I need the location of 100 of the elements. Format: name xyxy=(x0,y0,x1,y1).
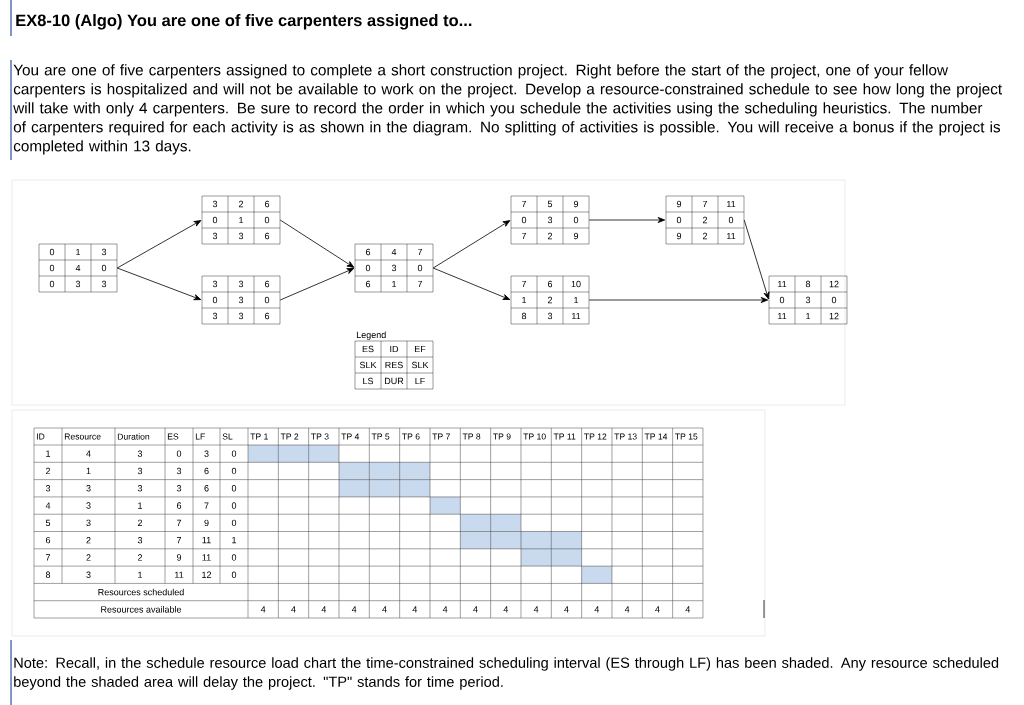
cell-value: 12 xyxy=(202,571,212,578)
column-header: TP 7 xyxy=(432,433,450,440)
cell-value: 3 xyxy=(176,467,182,475)
row-label: Resources scheduled xyxy=(98,588,184,596)
column-header: TP 10 xyxy=(523,433,546,440)
cell-value: 0 xyxy=(231,485,237,492)
cell-value: 3 xyxy=(86,519,91,527)
arrow xyxy=(588,297,769,303)
activity-box: 6 4 7 0 3 0 6 1 7 xyxy=(354,243,434,293)
cell-value: 0 xyxy=(176,450,182,457)
arrow xyxy=(116,267,202,301)
cell-value: 6 xyxy=(204,485,209,492)
resource-count: 4 xyxy=(594,606,600,613)
cell-value: 6 xyxy=(204,467,209,475)
column-header: TP 1 xyxy=(250,433,268,440)
cell-value: 3 xyxy=(137,467,143,475)
column-header: ES xyxy=(167,433,179,440)
column-header: TP 3 xyxy=(311,433,329,440)
resource-count: 4 xyxy=(503,606,509,613)
cell-value: 0 xyxy=(231,554,237,561)
cell-value: 5 xyxy=(45,519,51,526)
column-header: TP 12 xyxy=(584,433,607,440)
cell-value: 2 xyxy=(86,554,91,561)
cell-value: 7 xyxy=(204,502,209,509)
cell-value: 0 xyxy=(231,467,237,475)
instruction-text: You are one of five carpenters assigned to complete a short construction project. Right before the start of the project, one of your fellow carpenters is hospitalized and will not be available to work on the project. Develop a resource-constrained schedule to see how long the project will take with only 4 carpenters. Be sure to record the order in which you schedule the activities using the scheduling heuristics. The number of carpenters required for each activity is as shown in the diagram. No splitting of activities is possible. You will receive a bonus if the project is completed within 13 days. xyxy=(13,64,1002,155)
activity-box: 9 7 11 0 2 0 9 2 11 xyxy=(665,195,745,245)
column-header: Duration xyxy=(117,433,150,440)
cell-value: 3 xyxy=(86,502,91,509)
resource-count: 4 xyxy=(685,606,691,613)
activity-box: 7 6 10 1 2 1 8 3 11 xyxy=(510,275,590,325)
resource-count: 4 xyxy=(655,606,660,613)
cell-value: 1 xyxy=(232,537,237,544)
column-header: TP 11 xyxy=(553,433,576,440)
cell-value: 3 xyxy=(176,485,182,492)
arrow xyxy=(116,220,202,269)
column-header: TP 15 xyxy=(675,433,698,440)
cell-value: 6 xyxy=(45,536,51,544)
cell-value: 1 xyxy=(138,571,143,578)
cell-value: 3 xyxy=(86,485,91,492)
cell-value: 11 xyxy=(175,571,184,578)
activity-box: 11 8 12 0 3 0 11 1 12 xyxy=(768,275,848,325)
arrow xyxy=(588,217,666,223)
cell-value: 3 xyxy=(137,485,143,492)
note-text: Note: Recall, in the schedule resource load chart the time-constrained scheduling interval (ES through LF) has been shaded. Any resource scheduled beyond the shaded area will delay the project. "TP" stands for time period. xyxy=(14,657,999,690)
column-header: TP 13 xyxy=(614,433,637,440)
cell-value: 4 xyxy=(45,502,51,509)
cell-value: 3 xyxy=(86,571,91,578)
cell-value: 0 xyxy=(231,502,237,509)
cell-value: 11 xyxy=(202,554,211,561)
cell-value: 3 xyxy=(45,485,51,492)
cell-value: 8 xyxy=(45,571,51,578)
cell-value: 4 xyxy=(86,450,91,457)
resource-count: 4 xyxy=(442,606,448,613)
title: EX8-10 (Algo) You are one of five carpenters assigned to... xyxy=(16,14,472,30)
cell-value: 2 xyxy=(137,519,143,526)
column-header: TP 9 xyxy=(493,433,511,440)
arrow xyxy=(279,268,355,301)
row-label: Resources available xyxy=(101,606,182,613)
arrow xyxy=(743,219,770,300)
cell-value: 7 xyxy=(176,537,182,544)
resource-count: 4 xyxy=(291,606,296,613)
activity-box: 0 1 3 0 4 0 0 3 3 xyxy=(38,243,118,293)
resource-count: 4 xyxy=(351,606,357,613)
arrow xyxy=(432,220,511,269)
resource-count: 4 xyxy=(382,606,387,613)
resource-count: 4 xyxy=(473,606,478,613)
column-header: SL xyxy=(222,433,233,440)
arrow xyxy=(279,219,355,268)
column-header: TP 14 xyxy=(644,433,668,440)
cell-value: 3 xyxy=(137,536,143,544)
column-header: LF xyxy=(195,433,205,440)
column-header: Resource xyxy=(64,433,101,440)
cell-value: 0 xyxy=(231,571,237,578)
cell-value: 1 xyxy=(46,450,51,457)
column-header: ID xyxy=(37,433,45,440)
column-header: TP 4 xyxy=(341,433,360,440)
resource-count: 4 xyxy=(412,606,418,613)
column-header: TP 5 xyxy=(371,433,390,440)
node-label: Legend xyxy=(356,331,386,340)
cell-value: 0 xyxy=(231,519,237,527)
column-header: TP 2 xyxy=(280,433,299,440)
cell-value: 2 xyxy=(137,554,143,561)
resource-count: 4 xyxy=(260,606,266,613)
cell-value: 9 xyxy=(176,554,182,561)
cell-value: 1 xyxy=(138,502,143,509)
cell-value: 6 xyxy=(176,502,182,509)
cell-value: 3 xyxy=(204,450,209,457)
resource-count: 4 xyxy=(533,606,539,613)
activity-box: 7 5 9 0 3 0 7 2 9 xyxy=(510,195,590,245)
legend-box: Legend ES ID EF SLK RES SLK LS DUR LF xyxy=(354,331,434,390)
column-header: TP 8 xyxy=(462,433,481,440)
cell-value: 9 xyxy=(204,519,209,527)
cell-value: 7 xyxy=(176,519,182,526)
cell-value: 7 xyxy=(45,554,51,561)
resource-count: 4 xyxy=(564,606,569,613)
cell-value: 2 xyxy=(45,467,51,475)
activity-box: 3 3 6 0 3 0 3 3 6 xyxy=(201,275,281,325)
resource-count: 4 xyxy=(321,606,327,613)
activity-box: 3 2 6 0 1 0 3 3 6 xyxy=(201,195,281,245)
